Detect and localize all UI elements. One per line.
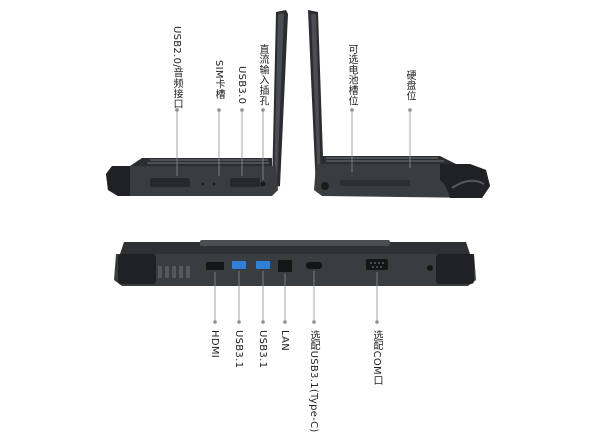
rear-port-typec — [306, 262, 322, 269]
rear-port-usb31-a — [232, 261, 246, 269]
rear-port-hdmi — [206, 262, 224, 270]
left-laptop-side-view — [106, 10, 288, 196]
label-lan: LAN — [279, 330, 290, 352]
label-usb31-a: USB3.1 — [233, 330, 244, 369]
label-usb31-b: USB3.1 — [257, 330, 268, 369]
rear-port-com — [366, 259, 388, 270]
label-dc-in: 直流输入插孔 — [257, 44, 268, 106]
label-hdd-bay: 硬盘位 — [404, 70, 415, 101]
label-usb2-audio: USB2.0/音频接口 — [171, 26, 182, 110]
laptop-rear-view — [114, 240, 476, 324]
rear-port-lan — [278, 260, 292, 272]
right-laptop-side-view — [308, 10, 490, 198]
label-sim-slot: SIM卡槽 — [213, 60, 224, 100]
label-typec: 选配USB3.1(Type-C) — [308, 330, 319, 433]
label-hdmi: HDMI — [209, 330, 220, 358]
label-battery-slot: 可选电池槽位 — [346, 44, 357, 106]
label-com: 选配COM口 — [371, 330, 382, 386]
rear-port-usb31-b — [256, 261, 270, 269]
label-usb30: USB3.0 — [236, 66, 247, 105]
left-laptop-base — [106, 166, 278, 196]
